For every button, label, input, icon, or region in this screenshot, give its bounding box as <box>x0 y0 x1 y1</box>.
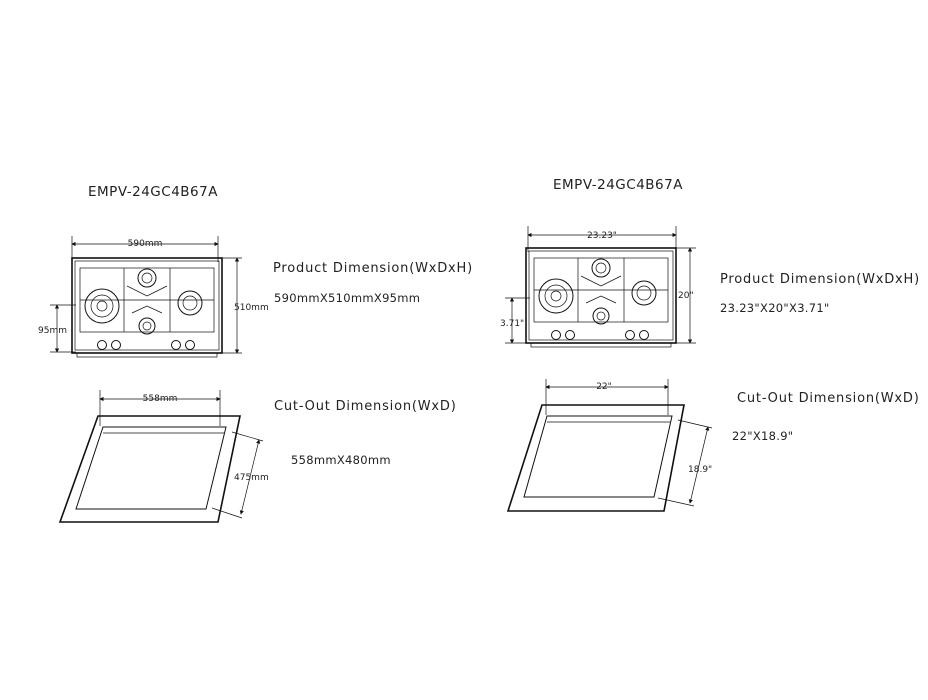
right-product-dimension-title: Product Dimension(WxDxH) <box>720 272 920 287</box>
right-cooktop-drawing <box>525 247 677 348</box>
left-cutout-width-label: 558mm <box>143 394 178 404</box>
left-cutout-dimension-value: 558mmX480mm <box>291 453 391 467</box>
left-cutout-drawing <box>58 415 241 523</box>
left-model-name: EMPV-24GC4B67A <box>88 184 218 200</box>
left-cooktop-drawing <box>71 257 223 358</box>
left-cutout-depth-dim-line <box>239 439 261 515</box>
right-cutout-depth-label: 18.9" <box>688 465 712 475</box>
left-height-label: 95mm <box>38 326 67 336</box>
left-cutout-depth-label: 475mm <box>234 473 269 483</box>
left-cutout-dimension-title: Cut-Out Dimension(WxD) <box>274 399 457 414</box>
left-product-dimension-value: 590mmX510mmX95mm <box>274 291 420 305</box>
right-cutout-depth-dim-line <box>688 426 710 504</box>
left-product-dimension-title: Product Dimension(WxDxH) <box>273 261 473 276</box>
right-cutout-width-label: 22" <box>596 382 612 392</box>
left-depth-label: 510mm <box>234 303 269 313</box>
right-product-dimension-value: 23.23"X20"X3.71" <box>720 301 830 315</box>
right-height-label: 3.71" <box>500 319 524 329</box>
right-cutout-drawing <box>506 404 685 512</box>
right-depth-label: 20" <box>678 291 694 301</box>
right-width-label: 23.23" <box>587 231 617 241</box>
right-model-name: EMPV-24GC4B67A <box>553 177 683 193</box>
right-cutout-dimension-value: 22"X18.9" <box>732 429 793 443</box>
left-width-label: 590mm <box>128 239 163 249</box>
right-cutout-dimension-title: Cut-Out Dimension(WxD) <box>737 391 920 406</box>
